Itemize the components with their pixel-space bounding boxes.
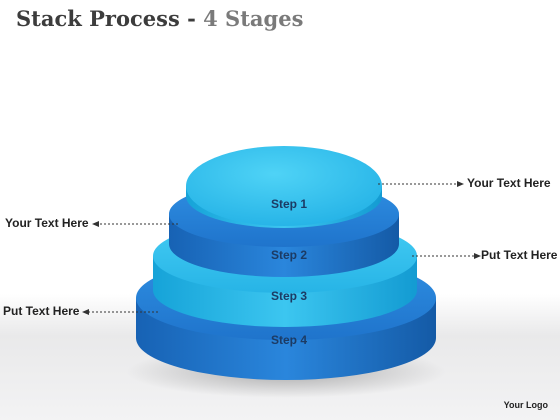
arrowhead-1	[457, 181, 464, 187]
callout-text-1: Your Text Here	[467, 176, 551, 190]
callout-text-4: Put Text Here	[3, 304, 80, 318]
arrowhead-4	[82, 309, 89, 315]
arrowhead-2	[92, 221, 99, 227]
step-3-label: Step 3	[271, 289, 307, 303]
arrowhead-3	[474, 253, 481, 259]
tier-1-top	[186, 146, 382, 226]
title-subtitle: 4 Stages	[203, 6, 304, 31]
step-2-label: Step 2	[271, 248, 307, 262]
step-1-label: Step 1	[271, 197, 307, 211]
page-title: Stack Process - 4 Stages	[16, 6, 303, 31]
callout-text-3: Put Text Here	[481, 248, 558, 262]
step-4-label: Step 4	[271, 333, 307, 347]
logo-text: Your Logo	[503, 400, 548, 410]
callout-text-2: Your Text Here	[5, 216, 89, 230]
title-main: Stack Process -	[16, 6, 196, 31]
tier-1	[186, 146, 382, 228]
